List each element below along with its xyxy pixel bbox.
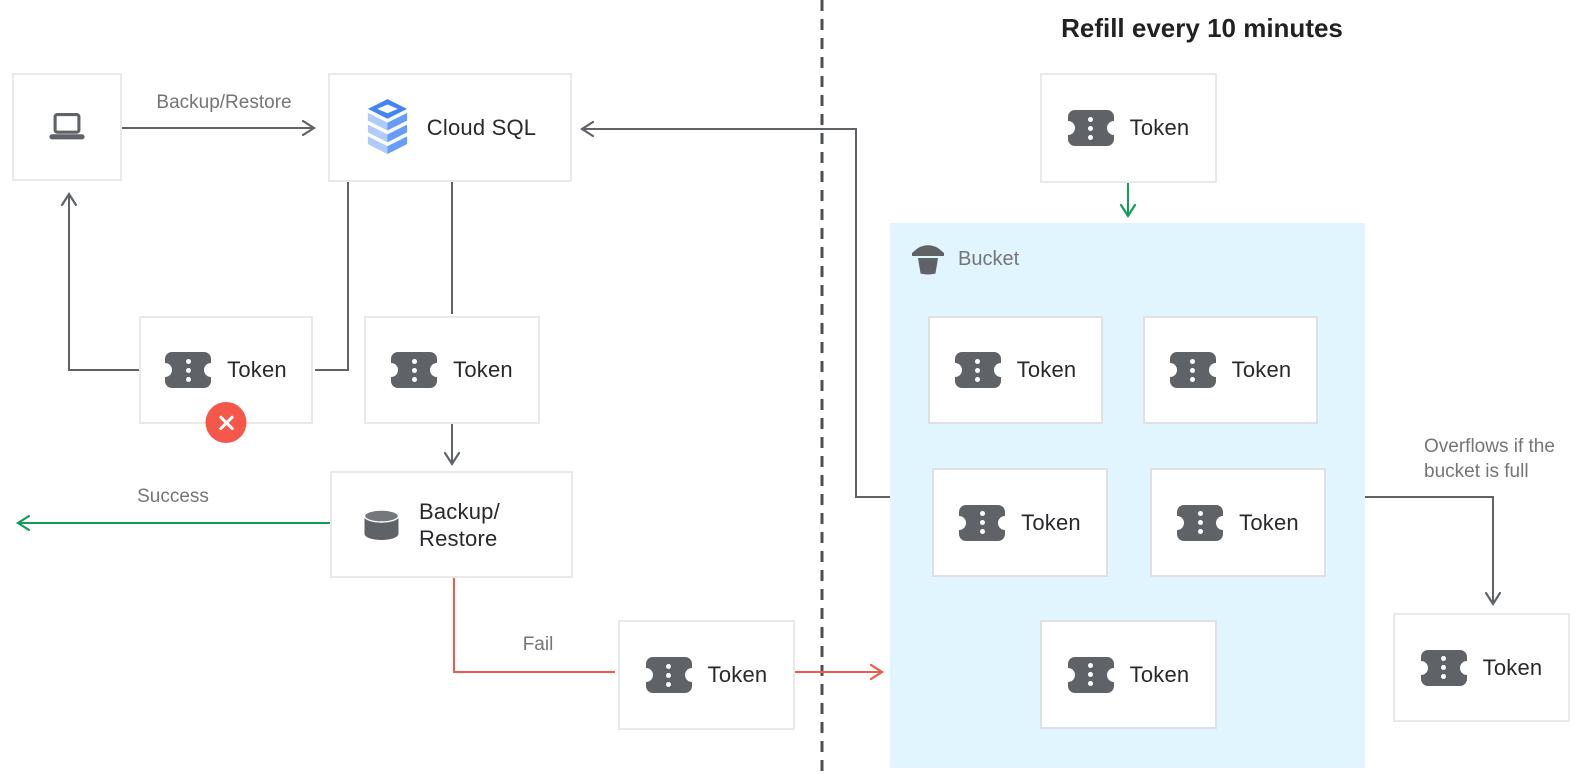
ticket-dots xyxy=(1190,367,1196,373)
edge-fail-to-token xyxy=(453,578,615,673)
edge-bucket-to-cloudsql xyxy=(579,120,890,498)
bucket-token-4: Token xyxy=(1150,468,1326,577)
token-ticket-icon xyxy=(1060,656,1121,693)
cloud-sql-label: Cloud SQL xyxy=(426,114,537,140)
token-ticket-icon xyxy=(158,352,219,388)
edge-bucket-overflow xyxy=(1365,496,1502,607)
token-ticket-icon xyxy=(1170,504,1231,541)
fail-edge-label: Fail xyxy=(522,634,554,655)
backup-restore-label-line1: Backup/ xyxy=(419,498,500,524)
bucket-token-5-label: Token xyxy=(1129,661,1190,687)
success-edge-label: Success xyxy=(137,486,209,507)
token-rejected-node: Token xyxy=(139,316,313,443)
bucket-icon xyxy=(911,244,945,275)
token-refill-label: Token xyxy=(1129,115,1190,140)
token-overflow-node: Token xyxy=(1393,613,1570,722)
backup-restore-edge-label: Backup/Restore xyxy=(156,92,292,113)
token-ticket-icon xyxy=(384,352,445,388)
ticket-dots xyxy=(411,367,417,373)
bucket-token-3: Token xyxy=(932,468,1108,577)
ticket-dots xyxy=(1197,520,1203,525)
overflow-label-line2: bucket is full xyxy=(1424,461,1529,482)
backup-restore-label-line2: Restore xyxy=(419,525,498,551)
token-ticket-icon xyxy=(1162,352,1223,388)
cloud-sql-icon xyxy=(364,99,411,156)
bucket-header: Bucket xyxy=(911,244,1019,275)
token-fail-node: Token xyxy=(618,620,795,730)
token-ticket-icon xyxy=(1060,110,1121,146)
bucket-token-2: Token xyxy=(1143,316,1318,424)
bucket-token-4-label: Token xyxy=(1239,509,1299,535)
ticket-dots xyxy=(1088,125,1094,131)
token-ticket-icon xyxy=(1413,649,1474,686)
token-ticket-icon xyxy=(638,657,699,693)
ticket-dots xyxy=(1441,665,1447,670)
token-ticket-icon xyxy=(952,504,1013,541)
backup-restore-label: Backup/ Restore xyxy=(419,498,500,552)
bucket-token-3-label: Token xyxy=(1021,509,1081,535)
token-ticket-icon xyxy=(947,352,1008,388)
refill-title: Refill every 10 minutes xyxy=(1061,13,1343,43)
ticket-dots xyxy=(975,367,981,373)
x-circle-icon xyxy=(205,402,247,443)
database-icon xyxy=(362,508,401,541)
token-fail-label: Token xyxy=(707,662,768,687)
token-request-node: Token xyxy=(364,316,540,424)
edge-rejected-token-to-client xyxy=(60,191,139,371)
backup-restore-node: Backup/ Restore xyxy=(330,471,573,578)
edge-cloudsql-to-rejected-token xyxy=(315,182,349,371)
bucket-token-5: Token xyxy=(1040,620,1217,729)
cloud-sql-node: Cloud SQL xyxy=(328,73,572,182)
ticket-dots xyxy=(185,367,191,373)
overflow-label-line1: Overflows if the xyxy=(1424,436,1555,457)
client-node xyxy=(12,73,122,181)
token-request-label: Token xyxy=(453,357,513,382)
token-refill-node: Token xyxy=(1040,73,1217,183)
ticket-dots xyxy=(979,520,985,525)
bucket-token-1-label: Token xyxy=(1016,357,1077,382)
laptop-icon xyxy=(48,112,86,142)
token-overflow-label: Token xyxy=(1482,654,1543,680)
bucket-token-2-label: Token xyxy=(1231,357,1292,382)
ticket-dots xyxy=(1088,672,1094,677)
ticket-dots xyxy=(666,672,672,678)
bucket-token-1: Token xyxy=(928,316,1103,424)
overflow-edge-label: Overflows if the bucket is full xyxy=(1424,434,1555,484)
bucket-label: Bucket xyxy=(958,248,1020,270)
token-rejected-label: Token xyxy=(227,357,287,382)
